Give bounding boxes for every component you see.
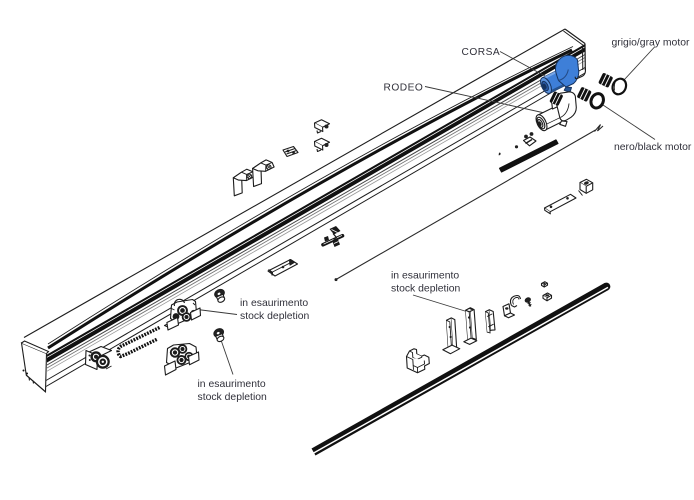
svg-text:in esaurimento: in esaurimento — [240, 298, 308, 309]
svg-text:in esaurimento: in esaurimento — [391, 271, 459, 282]
svg-text:nero/black motor: nero/black motor — [614, 142, 692, 153]
svg-text:in esaurimento: in esaurimento — [198, 379, 266, 390]
svg-text:stock depletion: stock depletion — [391, 284, 461, 295]
svg-text:stock depletion: stock depletion — [198, 392, 268, 403]
svg-text:RODEO: RODEO — [384, 83, 424, 94]
svg-text:stock depletion: stock depletion — [240, 311, 310, 322]
svg-text:CORSA: CORSA — [462, 47, 501, 58]
svg-text:grigio/gray motor: grigio/gray motor — [612, 38, 691, 49]
